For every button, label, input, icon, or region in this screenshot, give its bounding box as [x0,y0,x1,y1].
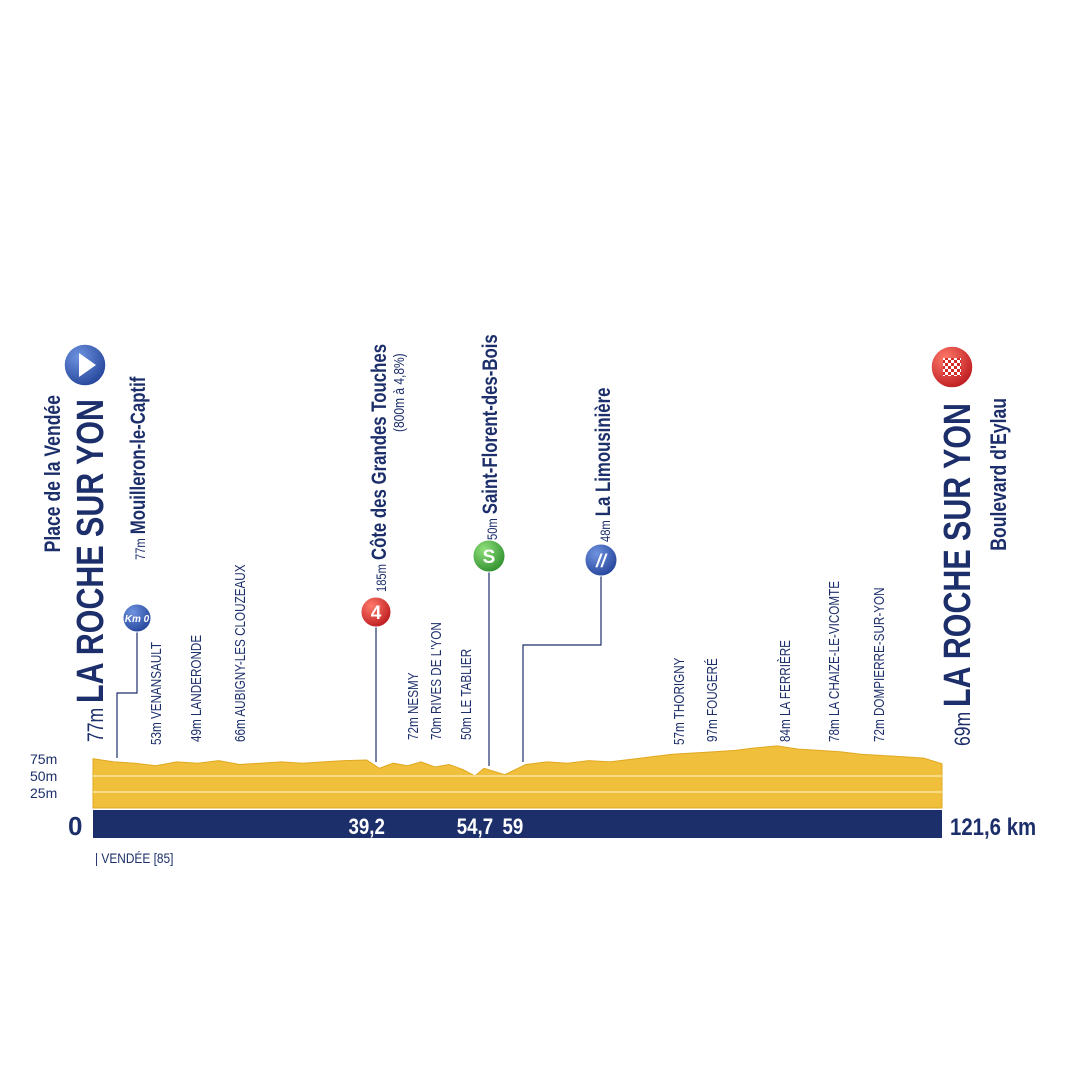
sprint-label: 50m Saint-Florent-des-Bois [479,334,502,540]
village-label: 84m LA FERRIÈRE [777,640,794,742]
km0-label: 77m Mouilleron-le-Captif [127,376,150,560]
km-marker-label: 54,7 [457,816,493,840]
finish-marker [930,345,974,389]
feed-label: 48m La Limousinière [592,388,615,542]
feed-zone-icon [584,543,618,577]
sprint-marker: S [472,539,506,573]
distance-start-label: 0 [68,811,82,841]
sprint-name: Saint-Florent-des-Bois [479,334,502,514]
village-label: 72m DOMPIERRE-SUR-YON [871,587,888,742]
feed-name: La Limousinière [592,388,615,517]
km0-icon [122,603,152,633]
climb-detail: (800m à 4,8%) [391,353,408,432]
km0-badge: Km 0 [125,614,150,625]
distance-total-label: 121,6 km [950,813,1036,840]
finish-place: Boulevard d'Eylau [987,398,1011,551]
village-label: 78m LA CHAIZE-LE-VICOMTE [826,581,843,742]
village-label: 97m FOUGERÉ [704,658,721,742]
village-label: 70m RIVES DE L'YON [428,622,445,740]
climb-name: Côte des Grandes Touches [368,344,391,560]
start-title: 77m LA ROCHE SUR YON [70,399,112,742]
elevation-gridlines [93,775,942,793]
start-place: Place de la Vendée [41,395,65,552]
start-marker [63,343,107,387]
finish-title: 69m LA ROCHE SUR YON [937,403,979,746]
feed-elevation: 48m [598,520,613,542]
finish-elevation: 69m [951,712,975,746]
village-label: 57m THORIGNY [671,658,688,745]
feed-marker: // [584,543,618,577]
elevation-profile-area [92,745,943,809]
climb-label: 185m Côte des Grandes Touches [368,344,391,592]
km0-line [116,631,138,758]
y-tick-50: 50m [30,768,57,784]
start-elevation: 77m [84,708,108,742]
start-city: LA ROCHE SUR YON [70,399,112,703]
y-tick-75: 75m [30,751,57,767]
village-label: 66m AUBIGNY-LES CLOUZEAUX [232,564,249,742]
village-label: 72m NESMY [405,672,422,740]
village-label: 50m LE TABLIER [458,649,475,740]
sprint-badge: S [483,547,496,568]
km0-marker: Km 0 [122,603,152,633]
climb-elevation: 185m [374,564,389,592]
km-marker-label: 39,2 [349,816,385,840]
y-tick-25: 25m [30,785,57,801]
finish-city: LA ROCHE SUR YON [937,403,979,707]
climb-category: 4 [371,603,382,624]
village-label: 53m VENANSAULT [148,642,165,745]
climb-marker: 4 [360,596,392,628]
km-marker-label: 59 [503,816,524,840]
km0-elevation: 77m [133,538,148,560]
sprint-icon [472,539,506,573]
feed-line [522,575,602,762]
department-label: | VENDÉE [85] [95,850,173,866]
village-label: 49m LANDERONDE [188,635,205,742]
sprint-elevation: 50m [485,518,500,540]
feed-badge: // [595,551,608,571]
climb-category-icon [360,596,392,628]
marker-lines [116,571,602,766]
km0-name: Mouilleron-le-Captif [127,376,150,534]
distance-axis-bar [93,810,942,838]
